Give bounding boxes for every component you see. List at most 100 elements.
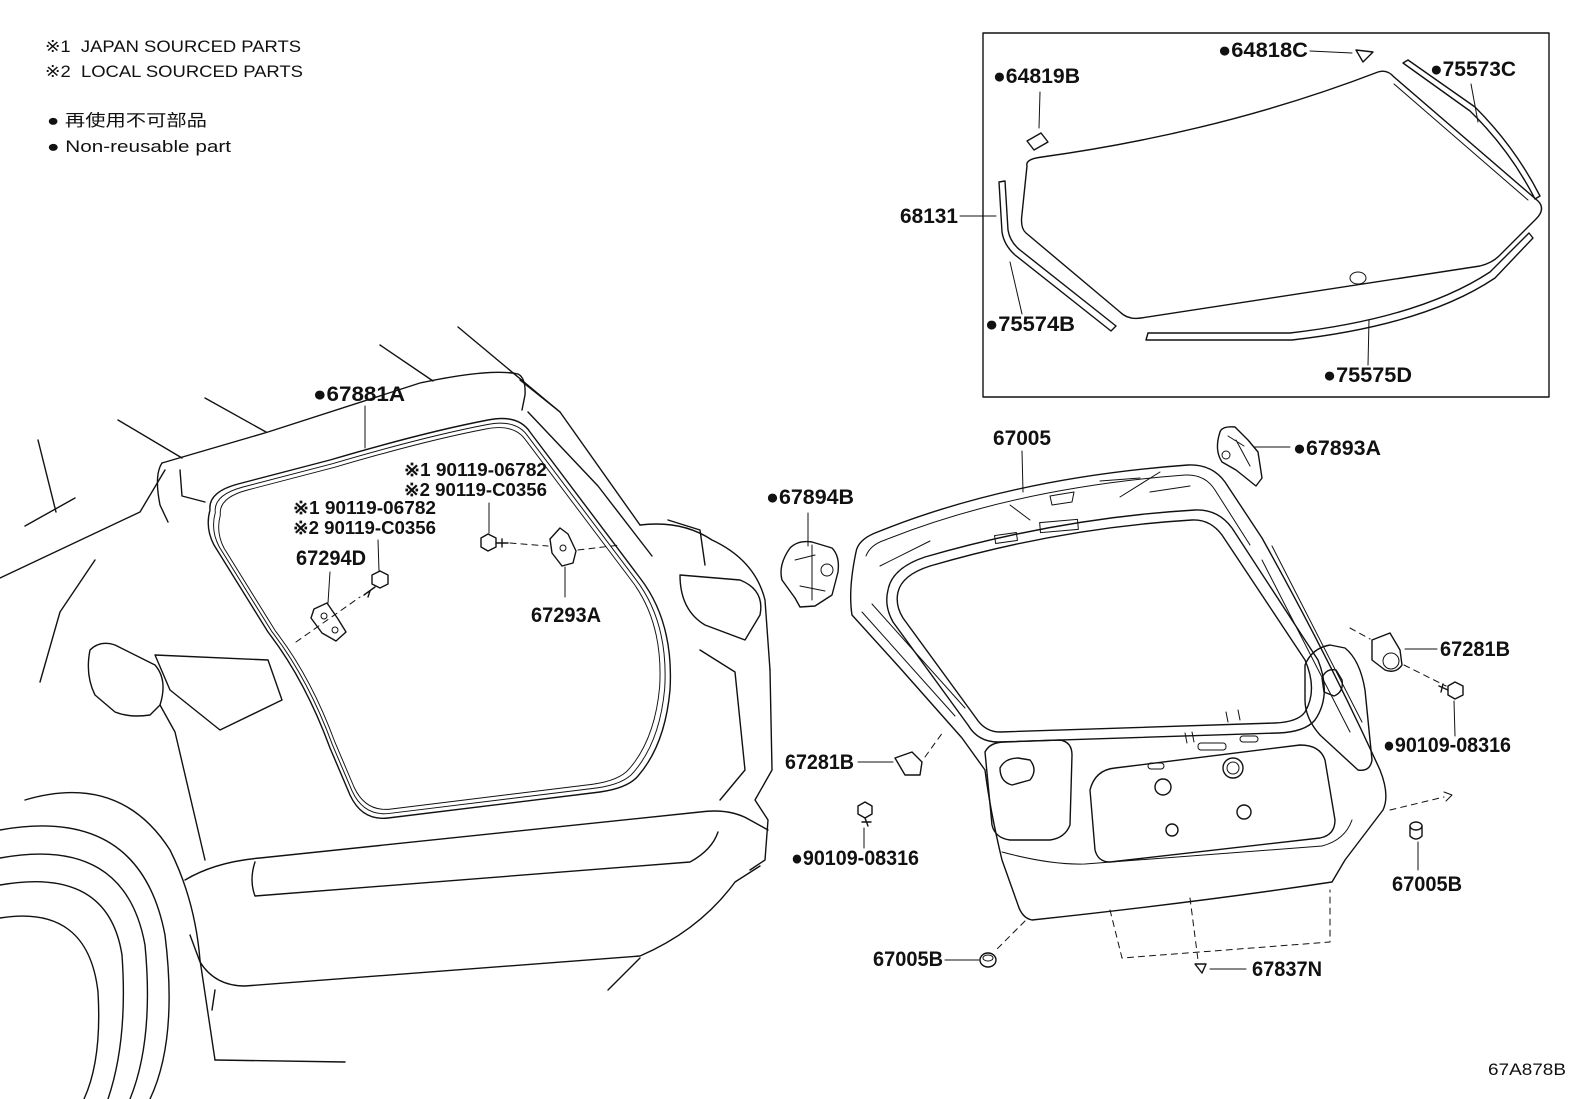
back-door-left-hole xyxy=(999,757,1035,786)
leader-75573c xyxy=(1470,83,1479,123)
label-67005b-bottom: 67005B xyxy=(873,948,943,971)
back-door-right-hole xyxy=(1321,668,1344,697)
left-body-line xyxy=(37,439,57,513)
legend-japan-sourced: ※1 JAPAN SOURCED PARTS xyxy=(45,38,301,56)
back-door-hole xyxy=(1226,761,1240,775)
back-door-stamp xyxy=(1039,518,1079,534)
roof-line xyxy=(204,397,267,433)
bolt-90119-right-shank xyxy=(495,538,509,548)
leader-75575d xyxy=(1367,319,1370,366)
wheel-hub xyxy=(0,915,100,1099)
label-67893a: ●67893A xyxy=(1293,437,1381,460)
back-door-hole xyxy=(1165,823,1179,837)
part-67294d-hole xyxy=(320,612,328,620)
legend: ※1 JAPAN SOURCED PARTS ※2 LOCAL SOURCED … xyxy=(45,38,303,156)
left-body-line xyxy=(24,497,76,527)
back-door-slot xyxy=(1239,735,1259,743)
label-90109-right: ●90109-08316 xyxy=(1383,734,1511,757)
wheel-tire-outer xyxy=(0,825,170,1099)
label-67281b-left: 67281B xyxy=(785,751,854,774)
label-90119-left-local: ※2 90119-C0356 xyxy=(293,518,436,538)
label-67293a: 67293A xyxy=(531,604,601,627)
label-67294d: 67294D xyxy=(296,547,366,570)
label-75574b: ●75574B xyxy=(985,313,1075,336)
bolt-90109-left-shank xyxy=(861,817,872,827)
quarter-upper-line xyxy=(639,523,771,671)
label-75575d: ●75575D xyxy=(1323,364,1412,387)
part-67281b-right-end xyxy=(1382,652,1400,670)
small-parts xyxy=(780,426,1464,974)
back-door-lower-panel xyxy=(1089,744,1336,863)
bolt-90119-right xyxy=(480,533,497,552)
legend-non-reusable-jp: ● 再使用不可部品 xyxy=(47,111,207,130)
pillar-inner-line xyxy=(527,411,653,557)
part-67893a-hole xyxy=(1221,450,1231,460)
bumper-lower xyxy=(189,865,761,987)
right-body-inner xyxy=(699,649,746,801)
part-67294d-hole xyxy=(331,626,339,634)
part-64818c-clip xyxy=(1355,49,1374,63)
back-glass-inset xyxy=(959,32,1550,398)
assembly-line xyxy=(1389,796,1445,811)
quarter-line xyxy=(667,519,706,566)
back-door-right-pillar xyxy=(1261,545,1363,733)
back-door-stamp xyxy=(994,532,1018,544)
bumper-mid xyxy=(251,831,719,897)
left-character-line xyxy=(39,559,96,683)
back-door-marks xyxy=(1184,709,1241,744)
lower-body-line xyxy=(214,1059,346,1063)
back-door-right-recess xyxy=(1304,644,1373,771)
spoiler-line xyxy=(519,379,561,413)
back-door-window-opening xyxy=(896,519,1313,733)
part-67293a-hole xyxy=(559,544,567,552)
spoiler-left-end xyxy=(156,462,169,523)
bolt-90119-left-shank xyxy=(363,586,376,598)
vehicle-body-drawing xyxy=(0,326,773,1099)
leader-64818c xyxy=(1309,50,1353,54)
back-door-stamp xyxy=(1049,491,1075,506)
bolt-90119-left xyxy=(371,570,389,589)
back-door-top-flange xyxy=(865,474,1251,557)
leader-67005 xyxy=(1021,450,1024,493)
right-body-side xyxy=(749,669,773,871)
back-door-left-recess xyxy=(984,739,1073,841)
part-67894b xyxy=(780,540,840,608)
valance-line xyxy=(211,957,641,1011)
weatherstrip-outer xyxy=(207,417,672,819)
glass-edge-line xyxy=(1393,83,1529,201)
part-67293a xyxy=(549,527,577,567)
leader-90119-left xyxy=(377,539,380,572)
part-67005b-right-top xyxy=(1409,821,1423,831)
part-67893a xyxy=(1216,426,1263,487)
back-door-window-frame xyxy=(886,509,1326,743)
label-67837n: 67837N xyxy=(1252,958,1322,981)
label-90109-left: ●90109-08316 xyxy=(791,847,919,870)
part-labels: ●64818C ●75573C ●64819B 68131 ●75574B ●7… xyxy=(293,39,1516,981)
left-tail-lamp xyxy=(154,654,283,731)
part-67005-back-door xyxy=(849,450,1387,921)
part-67837n xyxy=(1194,963,1207,974)
assembly-line xyxy=(994,920,1026,952)
assembly-line xyxy=(1349,627,1447,687)
leader-75574b xyxy=(1009,261,1023,315)
legend-non-reusable-en: ● Non-reusable part xyxy=(47,138,232,156)
left-body-side xyxy=(159,704,206,861)
part-67894b-hole xyxy=(820,563,834,577)
back-door-hole xyxy=(1222,757,1244,779)
part-75575d-strip xyxy=(1145,232,1534,341)
part-67294d xyxy=(310,602,347,642)
label-64818c: ●64818C xyxy=(1218,39,1308,62)
part-64819b-clip xyxy=(1026,132,1049,151)
assembly-line xyxy=(1109,889,1331,961)
part-67894b-detail xyxy=(794,544,826,601)
label-67894b: ●67894B xyxy=(766,486,854,509)
back-door-panel-lines xyxy=(879,471,1191,567)
wheel-rim xyxy=(0,881,125,1099)
back-door-lower-line xyxy=(1001,819,1353,865)
label-75573c: ●75573C xyxy=(1430,58,1516,81)
leader-67294d xyxy=(327,571,331,604)
label-67281b-right: 67281B xyxy=(1440,638,1510,661)
back-door-hole xyxy=(1236,804,1252,820)
inset-frame xyxy=(982,32,1550,398)
